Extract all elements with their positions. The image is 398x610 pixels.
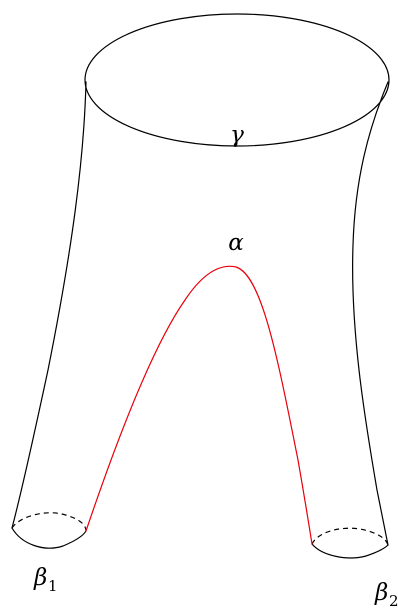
beta1-label: β 1: [33, 565, 58, 595]
right-cuff-front: [311, 543, 389, 559]
gamma-label: γ: [230, 122, 244, 148]
svg-text:β: β: [374, 580, 388, 606]
left-cuff-front: [11, 527, 87, 549]
top-boundary-ellipse: [84, 13, 390, 147]
right-cuff-back: [311, 527, 389, 546]
alpha-label: α: [228, 230, 244, 256]
right-outer-edge: [352, 81, 389, 546]
svg-text:2: 2: [389, 592, 398, 610]
beta2-label: β 2: [374, 580, 398, 610]
left-outer-edge: [11, 81, 87, 529]
svg-text:β: β: [33, 565, 47, 591]
svg-text:1: 1: [48, 577, 58, 595]
left-cuff-back: [11, 512, 87, 532]
alpha-arc: [85, 265, 313, 545]
